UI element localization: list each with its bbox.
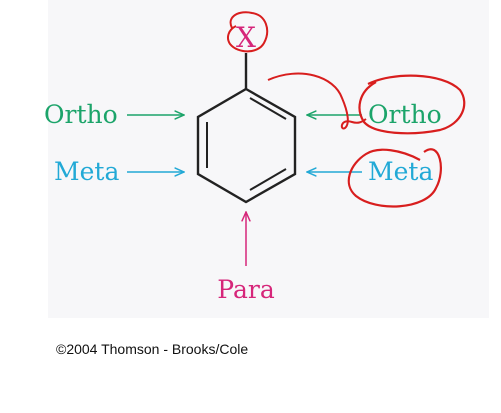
annotation-circle-substituent xyxy=(227,11,269,53)
double-bond-line xyxy=(249,97,287,120)
annotation-circle-meta-right xyxy=(347,148,442,208)
figure-panel xyxy=(48,0,489,318)
ortho-label-right: Ortho xyxy=(368,100,442,129)
meta-label-left: Meta xyxy=(54,157,119,186)
annotation-circle-ortho-right xyxy=(358,74,466,135)
substituent-label: X xyxy=(236,21,256,54)
double-bond-line xyxy=(249,168,287,191)
para-label: Para xyxy=(217,275,275,304)
meta-label-right: Meta xyxy=(368,157,433,186)
ortho-label-left: Ortho xyxy=(44,100,118,129)
copyright-text: ©2004 Thomson - Brooks/Cole xyxy=(56,341,249,357)
annotation-curve-stroke xyxy=(267,72,367,130)
benzene-ring xyxy=(196,87,297,204)
